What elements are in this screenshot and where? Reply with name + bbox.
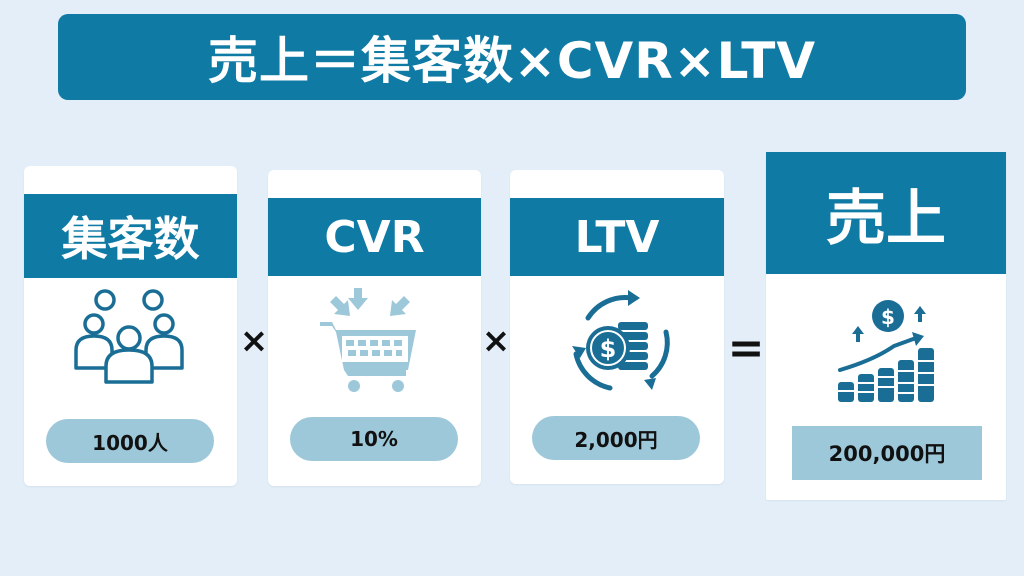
- ltv-label: LTV: [574, 211, 660, 263]
- coin-cycle-icon: $: [566, 288, 674, 396]
- ltv-value: 2,000円: [532, 416, 700, 460]
- ltv-card-header: LTV: [510, 198, 724, 276]
- svg-text:$: $: [600, 335, 617, 363]
- customers-label: 集客数: [61, 212, 200, 266]
- sales-label: 売上: [826, 183, 946, 254]
- customers-card: 集客数 1000人: [24, 166, 237, 486]
- shopping-cart-icon: [318, 286, 428, 402]
- sales-value: 200,000円: [792, 426, 982, 480]
- title-banner: 売上＝集客数×CVR×LTV: [58, 14, 966, 100]
- times-operator-1: ×: [239, 321, 269, 361]
- page-title: 売上＝集客数×CVR×LTV: [207, 32, 817, 90]
- equals-operator: =: [727, 322, 765, 374]
- cvr-card: CVR 10%: [268, 170, 481, 486]
- customers-value: 1000人: [46, 419, 214, 463]
- times-operator-2: ×: [481, 321, 511, 361]
- cvr-value: 10%: [290, 417, 458, 461]
- sales-card: 売上 $: [766, 152, 1006, 500]
- ltv-card: LTV $: [510, 170, 724, 484]
- sales-card-header: 売上: [766, 152, 1006, 274]
- growth-chart-icon: $: [834, 298, 944, 402]
- cvr-label: CVR: [324, 211, 425, 263]
- svg-text:$: $: [881, 305, 895, 329]
- customers-card-header: 集客数: [24, 194, 237, 278]
- cvr-card-header: CVR: [268, 198, 481, 276]
- people-group-icon: [72, 284, 190, 384]
